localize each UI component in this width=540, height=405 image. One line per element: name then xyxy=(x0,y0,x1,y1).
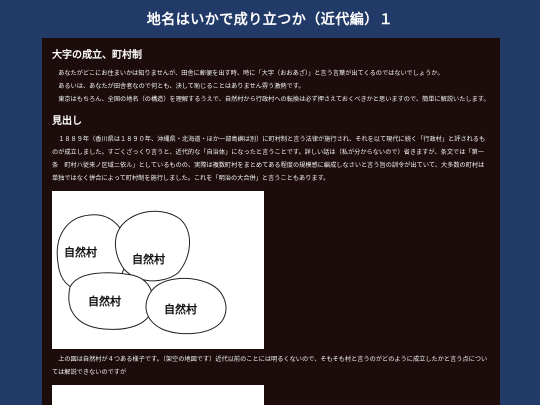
second-figure-top xyxy=(52,385,264,405)
paragraph: 上の図は自然村が４つある様子です。（架空の地図です）近代以前のことには明るくない… xyxy=(52,356,488,376)
article-body: 大字の成立、町村制 あなたがどこにお住まいかは知りませんが、田舎に郵便を出す時、… xyxy=(42,38,500,405)
section-1-text: あなたがどこにお住まいかは知りませんが、田舎に郵便を出す時、時に「大字（おおあざ… xyxy=(52,67,490,106)
section-heading-town-village-system: 大字の成立、町村制 xyxy=(52,50,142,61)
paragraph: あなたがどこにお住まいかは知りませんが、田舎に郵便を出す時、時に「大字（おおあざ… xyxy=(58,70,444,77)
village-region-2 xyxy=(115,210,191,282)
natural-village-map-figure: 自然村 自然村 自然村 自然村 xyxy=(52,191,264,349)
village-region-4 xyxy=(145,277,227,335)
village-label: 自然村 xyxy=(88,294,121,308)
section-2-text: １８８９年（香川県は１８９０年、沖縄県・北海道・ほか一部島嶼は別）に町村制と言う… xyxy=(52,133,490,185)
figure-caption: 上の図は自然村が４つある様子です。（架空の地図です）近代以前のことには明るくない… xyxy=(52,353,490,379)
page-title: 地名はいかで成り立つか（近代編）１ xyxy=(146,12,394,28)
page-header: 地名はいかで成り立つか（近代編）１ xyxy=(0,0,540,38)
village-map-drawing: 自然村 自然村 自然村 自然村 xyxy=(56,210,227,335)
paragraph: 東京はもちろん、全国の地名（の構造）を理解するうえで、自然村から行政村への転換は… xyxy=(58,96,490,103)
village-label: 自然村 xyxy=(164,302,197,316)
paragraph: あるいは、あなたが田舎者なので何とも、決して恥じることはありません雰う激熱です。 xyxy=(58,83,305,90)
section-heading-midashi: 見出し xyxy=(52,116,82,127)
village-label: 自然村 xyxy=(64,245,97,259)
paragraph: １８８９年（香川県は１８９０年、沖縄県・北海道・ほか一部島嶼は別）に町村制と言う… xyxy=(52,136,486,182)
village-label: 自然村 xyxy=(132,252,165,266)
